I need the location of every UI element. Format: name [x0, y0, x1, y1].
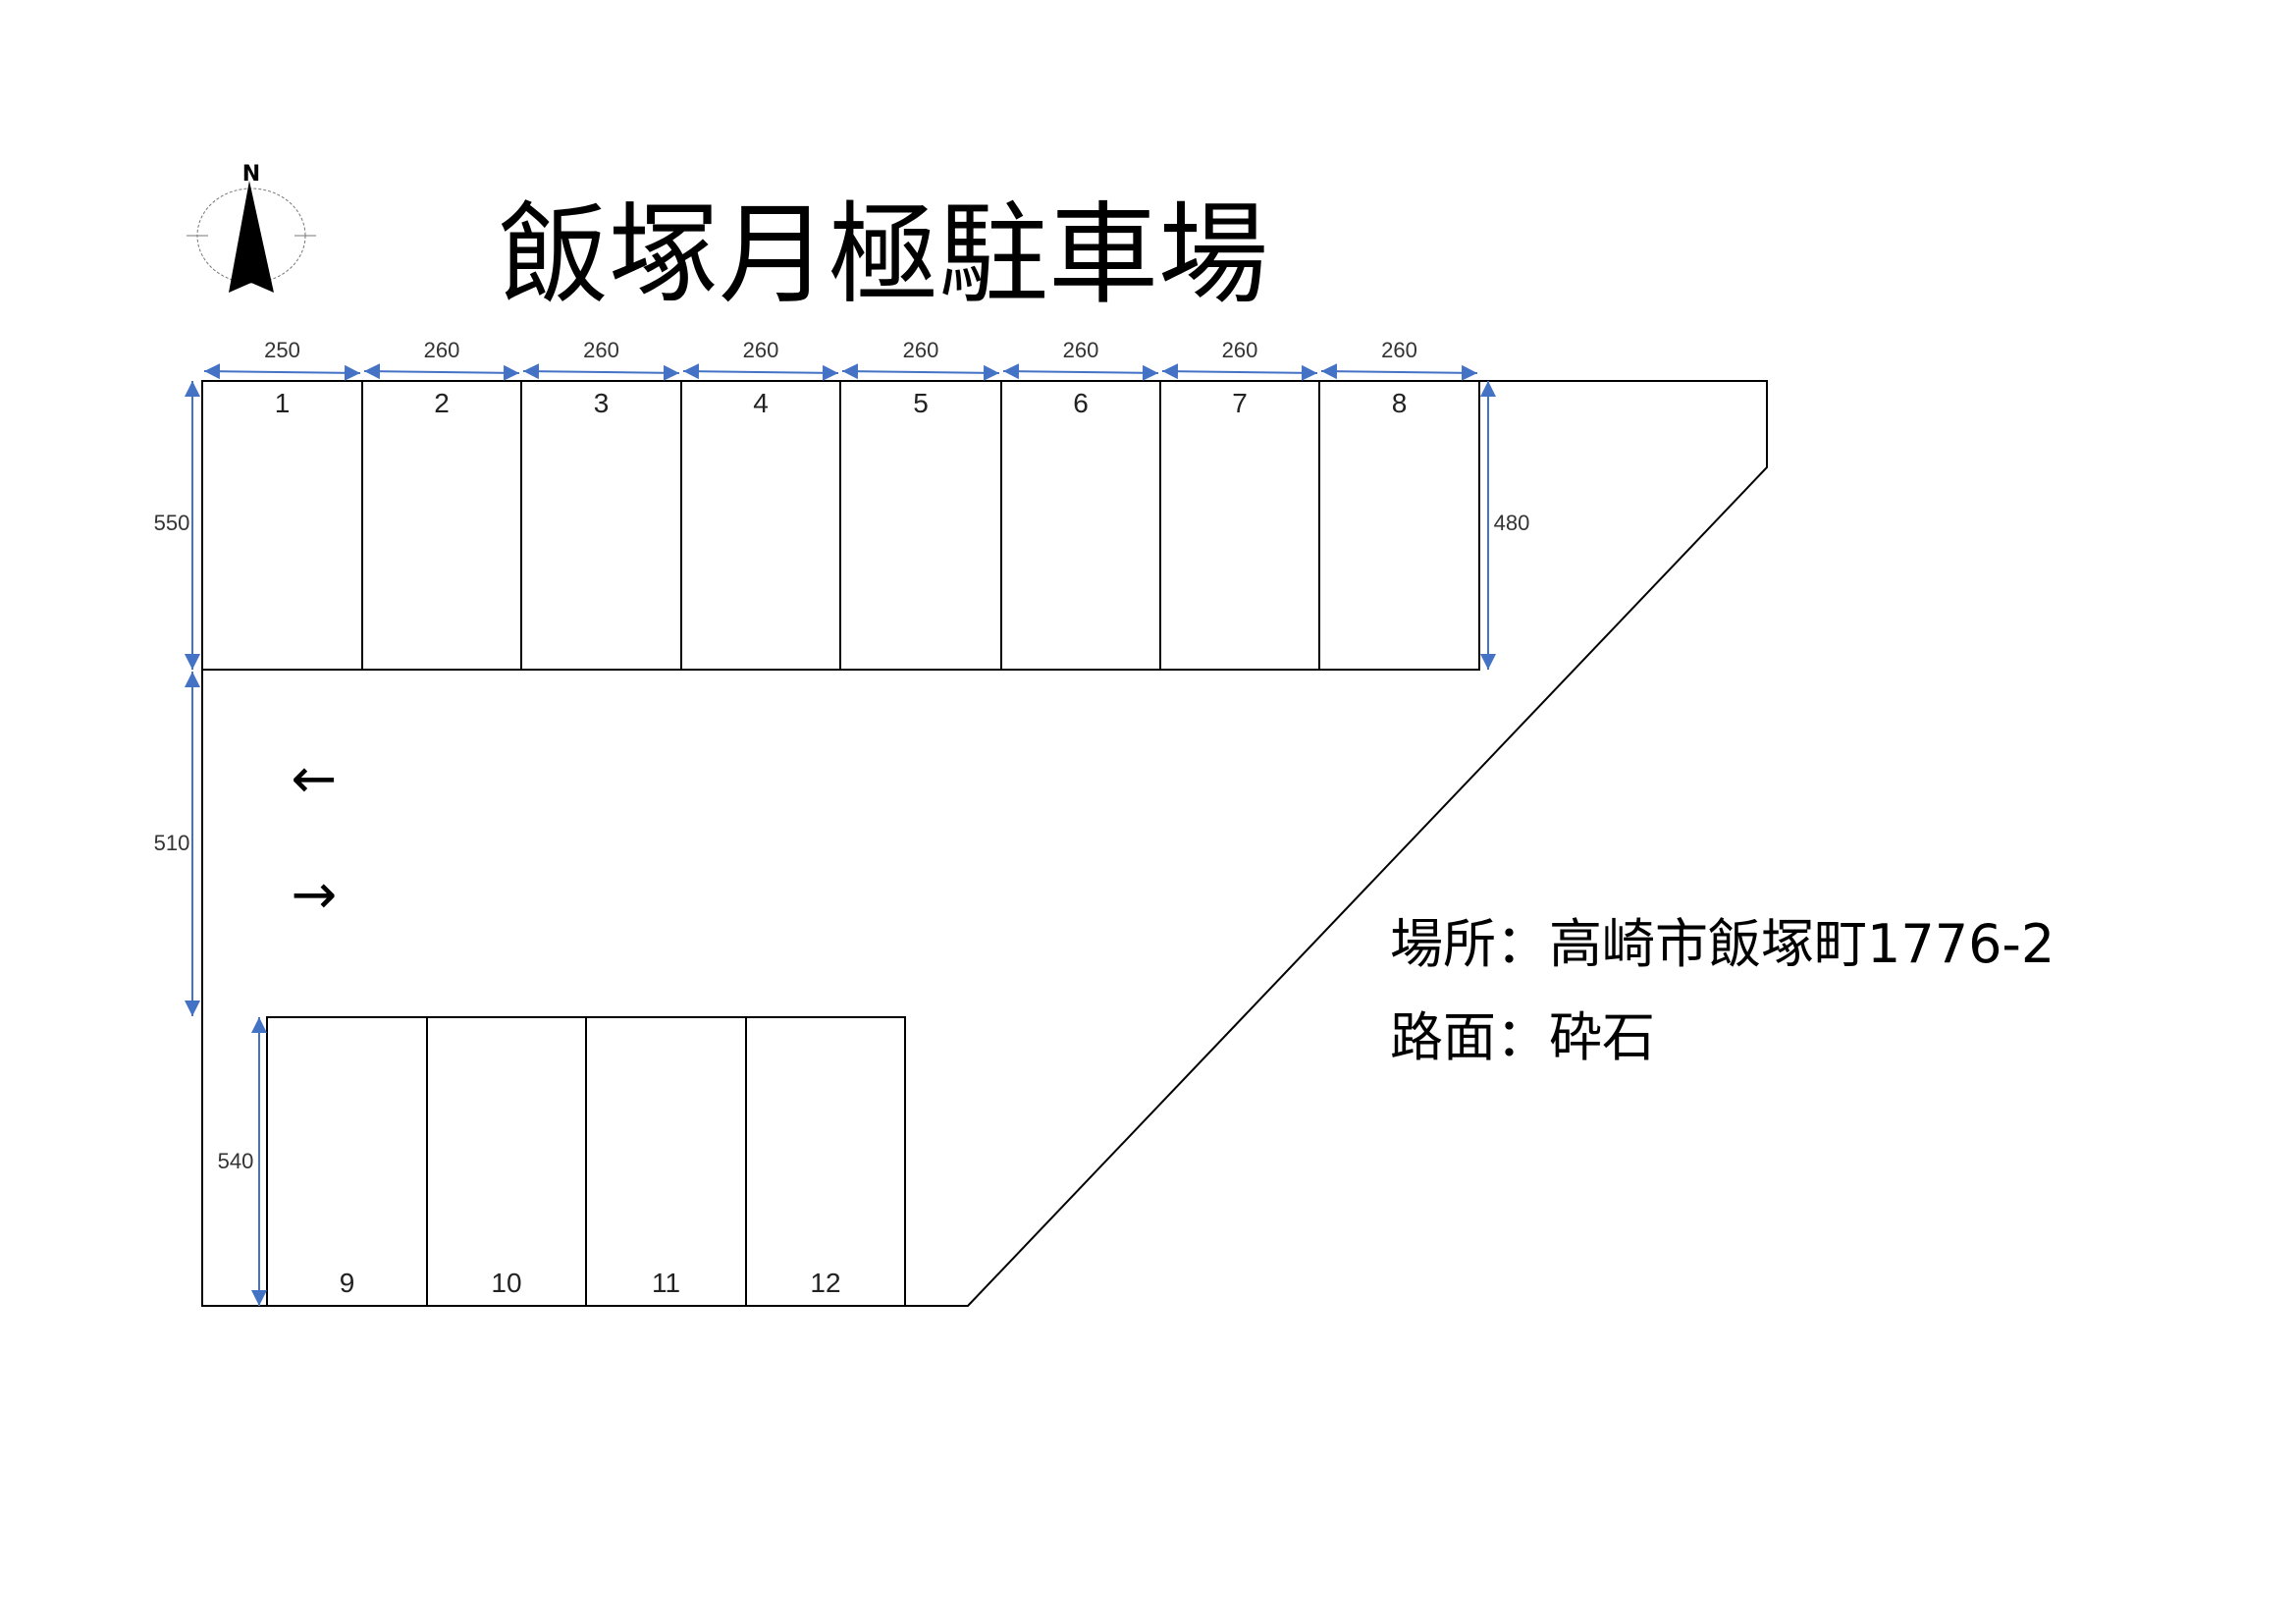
dimension-arrow-width: [1161, 363, 1318, 381]
traffic-arrow-right-icon: →: [292, 863, 338, 927]
parking-space-number: 10: [491, 1268, 521, 1298]
parking-space-number: 8: [1392, 388, 1408, 418]
dimension-width: 260: [583, 338, 619, 362]
surface-text: 路面：砕石: [1390, 1006, 1655, 1068]
dimension-arrow-width: [522, 363, 680, 381]
parking-space-number: 12: [810, 1268, 840, 1298]
parking-space-number: 9: [340, 1268, 355, 1298]
dimension-top-depth-left: 550: [154, 511, 190, 535]
parking-space-number: 2: [434, 388, 450, 418]
dimension-top-depth-right: 480: [1494, 511, 1530, 535]
dimension-width: 260: [903, 338, 939, 362]
lot-outline: [201, 380, 1768, 1307]
dimension-arrow-width: [682, 363, 839, 381]
dimension-width: 260: [1381, 338, 1417, 362]
north-compass-icon: N: [187, 162, 316, 293]
parking-space-number: 1: [275, 388, 291, 418]
dimension-width: 260: [424, 338, 460, 362]
traffic-arrow-left-icon: ←: [292, 747, 338, 811]
compass-north-label: N: [242, 162, 260, 187]
dimension-arrow-width: [841, 363, 1000, 381]
parking-space-number: 6: [1073, 388, 1089, 418]
page-title: 飯塚月極駐車場: [499, 191, 1268, 319]
parking-space-number: 3: [594, 388, 610, 418]
dimension-bottom-depth: 540: [218, 1149, 254, 1173]
parking-space-number: 5: [913, 388, 929, 418]
dimension-width: 260: [1063, 338, 1099, 362]
parking-space-number: 4: [753, 388, 769, 418]
parking-space-number: 11: [652, 1268, 680, 1298]
parking-space-number: 7: [1232, 388, 1248, 418]
location-text: 場所：高崎市飯塚町1776-2: [1390, 913, 2055, 975]
dimension-width: 260: [1222, 338, 1258, 362]
dimension-arrow-width: [1002, 363, 1159, 381]
dimension-arrow-width: [203, 363, 361, 381]
dimension-arrow-width: [1320, 363, 1478, 381]
dimension-arrow-width: [363, 363, 520, 381]
dimension-width: 250: [264, 338, 300, 362]
dimension-aisle: 510: [154, 831, 190, 855]
dimension-width: 260: [743, 338, 779, 362]
